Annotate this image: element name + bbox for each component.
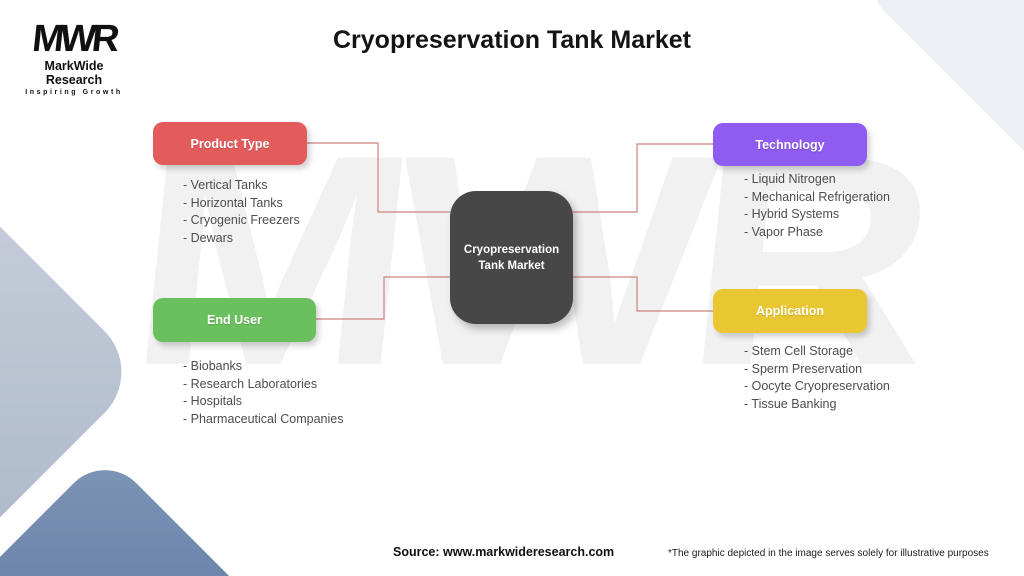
center-node: Cryopreservation Tank Market — [450, 191, 573, 324]
branch-label-technology: Technology — [755, 137, 825, 152]
list-item: - Sperm Preservation — [744, 361, 863, 376]
branch-box-application: Application — [713, 289, 867, 333]
list-item: - Dewars — [183, 230, 234, 245]
list-item: - Mechanical Refrigeration — [744, 189, 890, 204]
center-node-label: Cryopreservation Tank Market — [463, 243, 560, 272]
list-item: - Cryogenic Freezers — [183, 213, 300, 228]
branch-label-application: Application — [755, 304, 825, 318]
branch-box-product-type: Product Type — [153, 122, 307, 165]
list-item: - Liquid Nitrogen — [744, 172, 836, 186]
branch-list-product-type: - Vertical Tanks - Horizontal Tanks - Cr… — [183, 177, 300, 247]
branch-label-product-type: Product Type — [190, 136, 270, 151]
list-item: - Stem Cell Storage — [744, 344, 854, 358]
list-item: - Biobanks — [183, 359, 243, 373]
connector-product-type — [307, 142, 450, 213]
list-item: - Horizontal Tanks — [183, 195, 283, 210]
connector-technology — [573, 143, 713, 213]
logo-tagline: Inspiring Growth — [25, 89, 123, 96]
list-item: - Hybrid Systems — [744, 207, 840, 222]
disclaimer-text: *The graphic depicted in the image serve… — [668, 548, 989, 559]
branch-list-technology: - Liquid Nitrogen - Mechanical Refrigera… — [744, 171, 890, 241]
connector-application — [573, 276, 713, 312]
connector-end-user — [316, 276, 450, 320]
list-item: - Hospitals — [183, 394, 243, 409]
page-title: Cryopreservation Tank Market — [333, 26, 691, 54]
branch-list-end-user: - Biobanks - Research Laboratories - Hos… — [183, 358, 344, 428]
list-item: - Oocyte Cryopreservation — [744, 379, 890, 394]
list-item: - Vertical Tanks — [183, 178, 268, 192]
list-item: - Tissue Banking — [744, 396, 837, 411]
branch-box-technology: Technology — [713, 123, 867, 166]
source-text: Source: www.markwideresearch.com — [393, 545, 615, 559]
list-item: - Pharmaceutical Companies — [183, 411, 344, 426]
branch-label-end-user: End User — [207, 313, 262, 327]
list-item: - Research Laboratories — [183, 376, 318, 391]
markwide-research-logo: MWR MarkWide Research Inspiring Growth — [22, 18, 126, 96]
logo-name: MarkWide Research — [44, 59, 104, 87]
list-item: - Vapor Phase — [744, 224, 823, 239]
branch-box-end-user: End User — [153, 298, 316, 342]
branch-list-application: - Stem Cell Storage - Sperm Preservation… — [744, 343, 890, 413]
